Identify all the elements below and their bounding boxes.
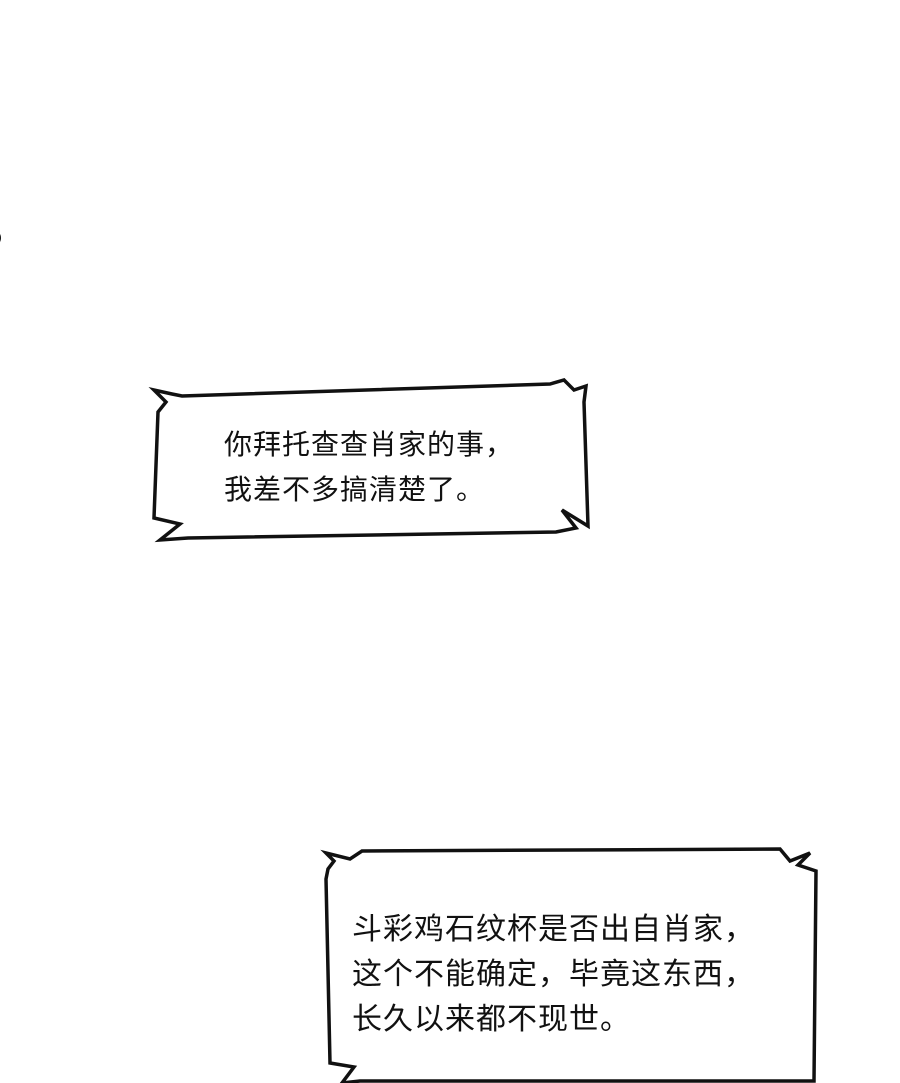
bubble-1-line-2: 我差不多搞清楚了。 [224,473,486,506]
speech-bubble-1: 你拜托查查肖家的事， 我差不多搞清楚了。 [148,378,592,543]
bubble-2-text: 斗彩鸡石纹杯是否出自肖家， 这个不能确定，毕竟这东西， 长久以来都不现世。 [352,907,755,1042]
bubble-2-line-2: 这个不能确定，毕竟这东西， [352,957,755,992]
bubble-1-text: 你拜托查查肖家的事， 我差不多搞清楚了。 [224,422,514,512]
bubble-1-line-1: 你拜托查查肖家的事， [224,428,515,461]
speech-bubble-2: 斗彩鸡石纹杯是否出自肖家， 这个不能确定，毕竟这东西， 长久以来都不现世。 [320,845,820,1083]
bubble-2-line-1: 斗彩鸡石纹杯是否出自肖家， [352,912,755,947]
bubble-1-outline [148,378,590,543]
bubble-2-line-3: 长久以来都不现世。 [352,1002,631,1037]
bubble-2-outline [320,847,818,1083]
partial-bubble-edge [0,234,1,242]
